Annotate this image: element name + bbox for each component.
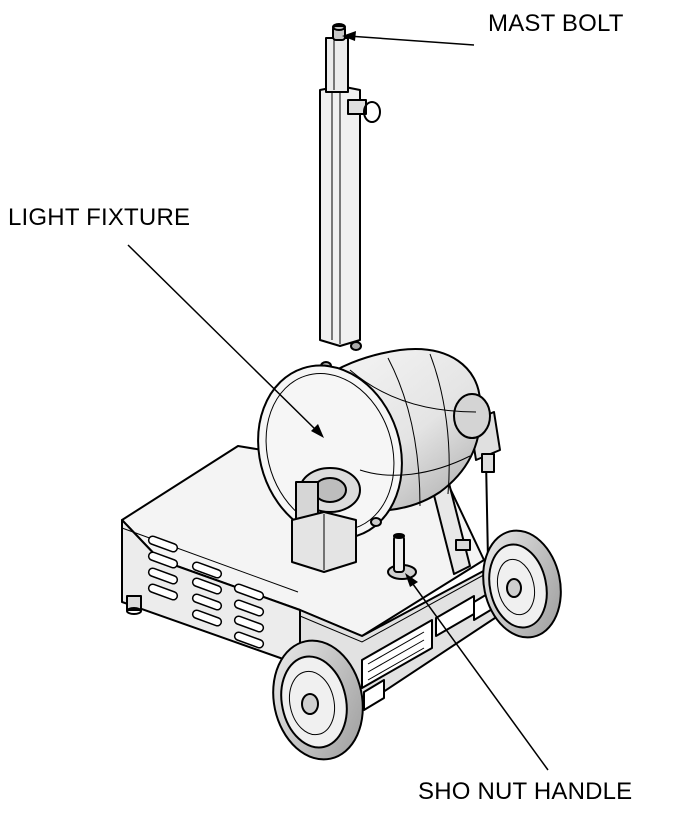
sho-nut-handle-label: SHO NUT HANDLE (418, 778, 633, 805)
mast (319, 23, 381, 371)
mast-bolt-label: MAST BOLT (488, 10, 624, 37)
wheel-right (482, 529, 562, 639)
vent-slots (147, 535, 265, 649)
wheel-left (272, 639, 364, 761)
sho-nut-handle (387, 533, 471, 580)
nameplate (361, 589, 495, 711)
lamp-mount (291, 511, 382, 573)
light-fixture (257, 348, 491, 540)
light-fixture-label: LIGHT FIXTURE (8, 204, 191, 231)
leader-lines (127, 31, 549, 771)
